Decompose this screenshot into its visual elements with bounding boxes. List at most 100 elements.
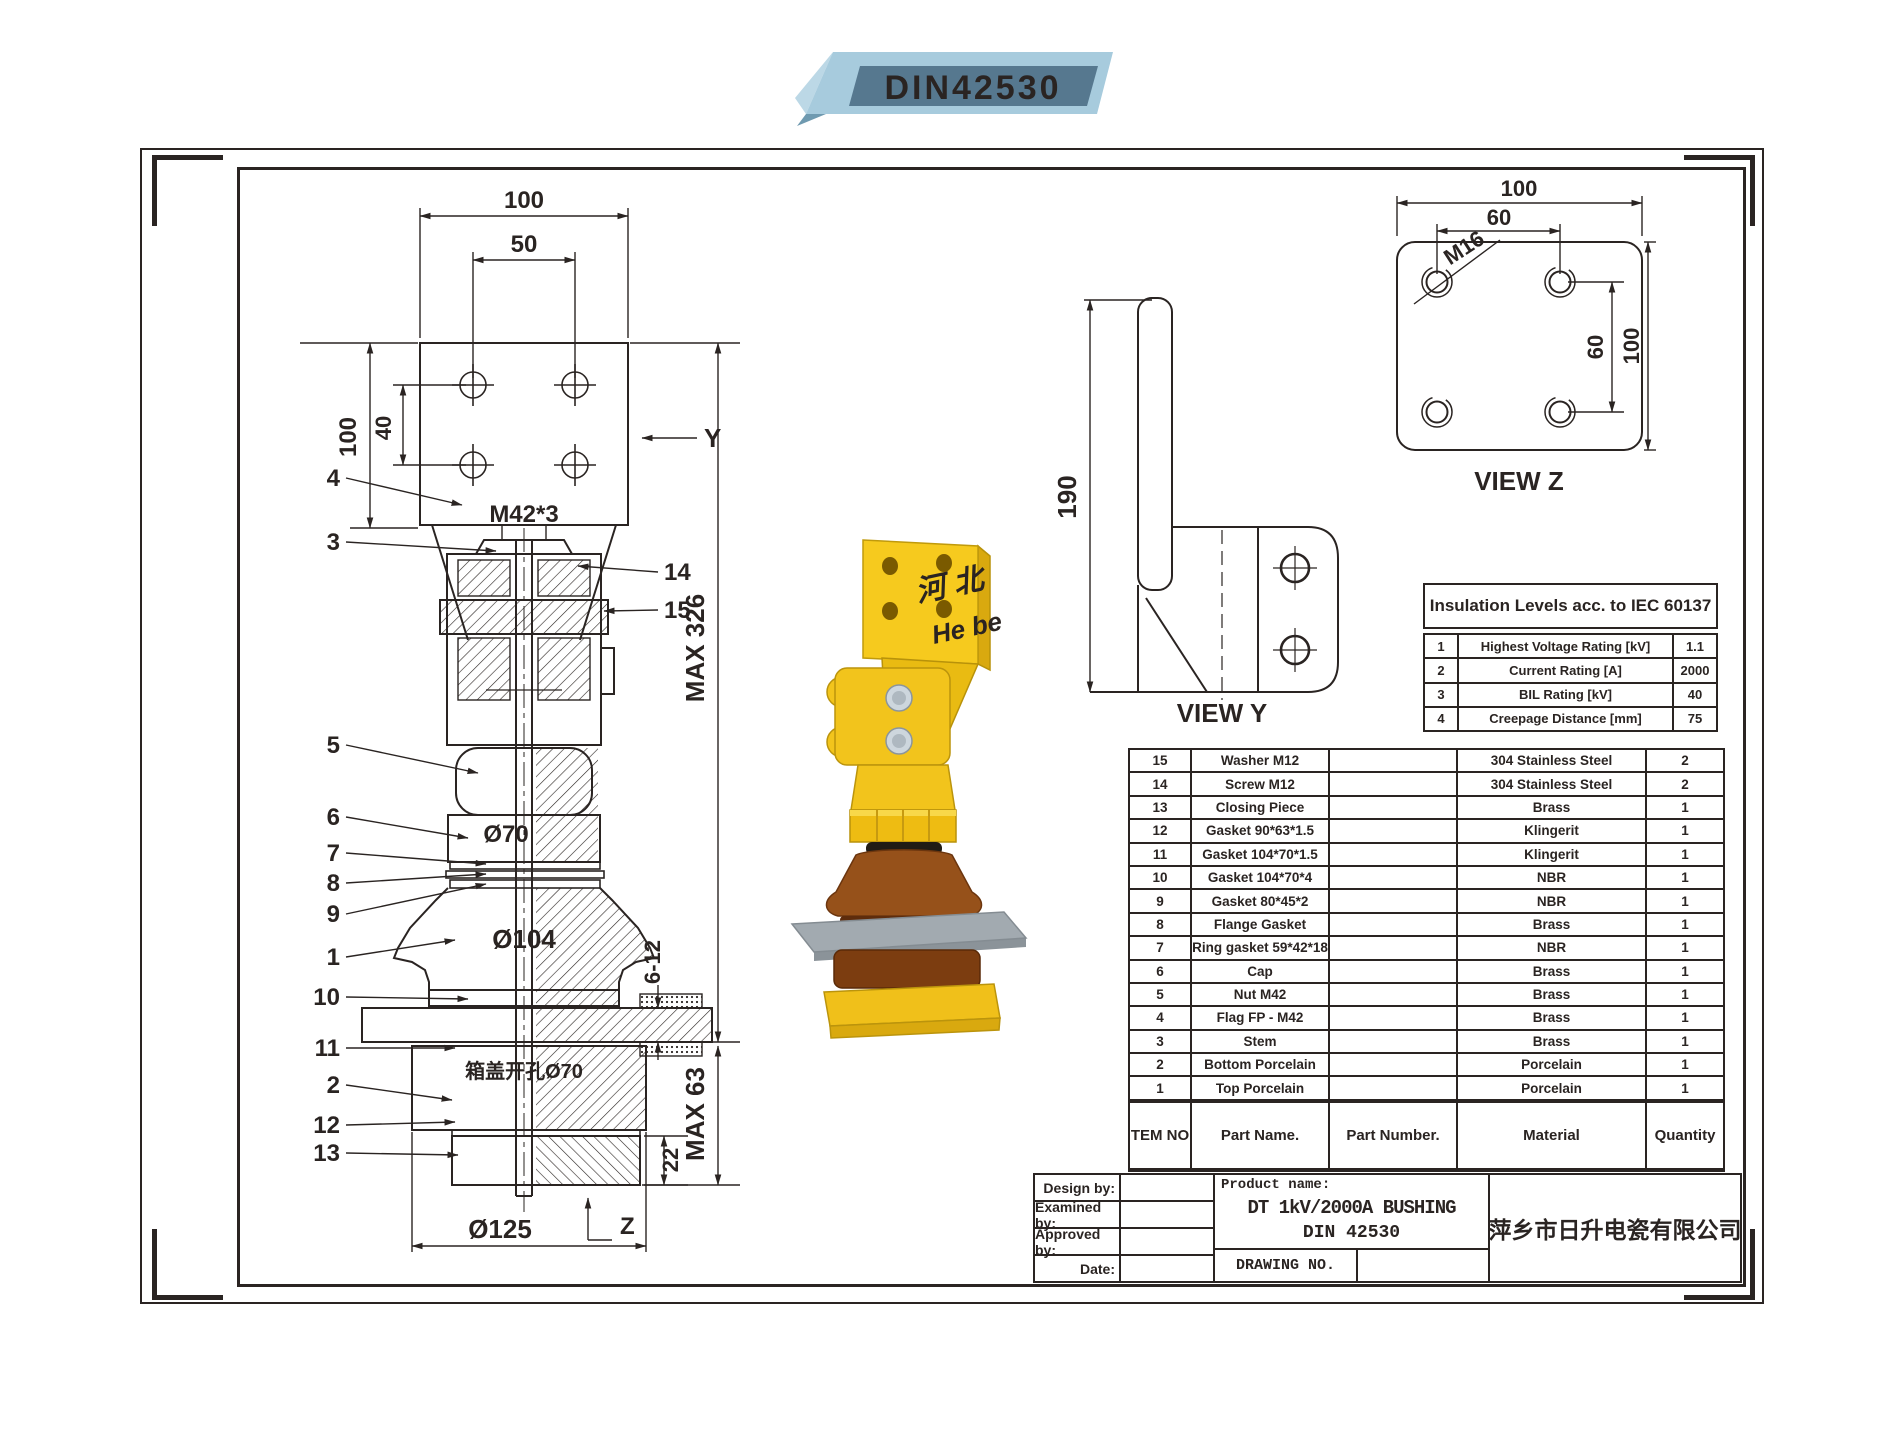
parts-row-name: Flange Gasket: [1192, 913, 1330, 936]
callout-7: 7: [327, 840, 340, 867]
callout-2: 2: [327, 1072, 340, 1099]
parts-row-material: NBR: [1458, 937, 1647, 959]
banner-plate: [849, 66, 1098, 106]
parts-row-number: [1330, 773, 1458, 795]
view-y-dim-190: 190: [1052, 475, 1082, 518]
insulation-row-no: 2: [1425, 659, 1459, 682]
examined-by-value: [1119, 1200, 1215, 1229]
view-z-label: VIEW Z: [1474, 466, 1564, 496]
parts-row-material: 304 Stainless Steel: [1458, 773, 1647, 795]
date-label: Date:: [1033, 1254, 1121, 1283]
dim-40: 40: [371, 416, 396, 440]
parts-row: 11 Gasket 104*70*1.5 Klingerit 1: [1130, 843, 1723, 867]
view-y-dimension: [1084, 299, 1152, 693]
product-name-line2: DIN 42530: [1302, 1223, 1401, 1243]
parts-row-name: Ring gasket 59*42*18: [1192, 937, 1330, 959]
bushing-3d-render: 河 北 He be: [790, 539, 1028, 1039]
insulation-row: 3 BIL Rating [kV] 40: [1425, 683, 1716, 708]
callout-10: 10: [313, 984, 340, 1011]
callout-1: 1: [327, 944, 340, 971]
parts-row-material: Klingerit: [1458, 820, 1647, 842]
parts-row: 12 Gasket 90*63*1.5 Klingerit 1: [1130, 820, 1723, 844]
view-y-drawing: 190 VIEW Y: [1052, 297, 1339, 728]
render-3d: [790, 539, 1028, 1039]
parts-row-number: [1330, 913, 1458, 936]
callout-leaders: [345, 477, 659, 1159]
approved-by-label: Approved by:: [1033, 1226, 1121, 1258]
view-z-thread-m16: M16: [1439, 226, 1489, 270]
parts-row-quantity: 1: [1681, 987, 1689, 1003]
dim-thread-m42: M42*3: [489, 501, 558, 528]
parts-row-number: [1330, 1007, 1458, 1029]
parts-row-quantity: 1: [1681, 799, 1689, 815]
parts-row-item: 3: [1130, 1030, 1192, 1053]
parts-row-number: [1330, 820, 1458, 842]
insulation-row-no: 4: [1425, 707, 1459, 730]
parts-header-name: Part Name.: [1192, 1103, 1330, 1168]
sheet-inner-border: [237, 167, 1746, 1287]
tank-cover-plate: [361, 1007, 713, 1043]
parts-row-item: 5: [1130, 983, 1192, 1006]
parts-row-material: 304 Stainless Steel: [1458, 750, 1647, 772]
parts-row-material: Brass: [1458, 796, 1647, 819]
company-name: 萍乡市日升电瓷有限公司: [1488, 1173, 1742, 1283]
parts-row-quantity: 1: [1681, 1033, 1689, 1049]
parts-row-item: 1: [1130, 1077, 1192, 1099]
parts-row-quantity: 1: [1681, 870, 1689, 886]
view-z-dim-60-right: 60: [1583, 335, 1608, 359]
parts-table: 15 Washer M12 304 Stainless Steel 2 14 S…: [1128, 748, 1725, 1172]
flag-plate: [419, 342, 629, 526]
dim-70: Ø70: [483, 821, 528, 848]
parts-row-item: 2: [1130, 1054, 1192, 1076]
parts-row-name: Top Porcelain: [1192, 1077, 1330, 1099]
top-porcelain: [392, 887, 449, 990]
callout-6: 6: [327, 804, 340, 831]
gasket-rings: [445, 861, 605, 889]
drawing-no-value: [1356, 1248, 1490, 1283]
parts-row-name: Gasket 80*45*2: [1192, 890, 1330, 912]
insulation-row-value: 1.1: [1685, 638, 1705, 654]
render-top-porcelain: [825, 849, 983, 917]
parts-row-item: 8: [1130, 913, 1192, 936]
parts-row-item: 11: [1130, 843, 1192, 865]
parts-row-quantity: 1: [1681, 846, 1689, 862]
parts-row-quantity: 1: [1681, 1057, 1689, 1073]
insulation-row-name: Highest Voltage Rating [kV]: [1459, 635, 1674, 658]
parts-row-item: 10: [1130, 866, 1192, 889]
insulation-row-name: Current Rating [A]: [1459, 659, 1674, 682]
parts-table-header: ITEM NO. Part Name. Part Number. Materia…: [1128, 1101, 1725, 1170]
approved-by-value: [1119, 1227, 1215, 1256]
parts-row-material: NBR: [1458, 866, 1647, 889]
parts-row-material: Porcelain: [1458, 1054, 1647, 1076]
parts-row: 5 Nut M42 Brass 1: [1130, 983, 1723, 1008]
closing-piece: [451, 1135, 641, 1186]
dimensions: [300, 208, 740, 1252]
parts-row-material: Brass: [1458, 1030, 1647, 1053]
parts-row-item: 15: [1130, 750, 1192, 772]
parts-row-name: Gasket 104*70*1.5: [1192, 843, 1330, 865]
corner-mark-top-left: [152, 155, 223, 226]
parts-row-name: Stem: [1192, 1030, 1330, 1053]
parts-row-item: 7: [1130, 937, 1192, 959]
insulation-row-name: Creepage Distance [mm]: [1459, 707, 1674, 730]
callout-12: 12: [313, 1112, 340, 1139]
insulation-row: 2 Current Rating [A] 2000: [1425, 659, 1716, 684]
corner-mark-top-right: [1684, 155, 1755, 226]
view-z-dim-60-top: 60: [1487, 205, 1511, 230]
callout-13: 13: [313, 1140, 340, 1167]
parts-row-number: [1330, 1030, 1458, 1053]
parts-row: 10 Gasket 104*70*4 NBR 1: [1130, 866, 1723, 891]
parts-row: 4 Flag FP - M42 Brass 1: [1130, 1007, 1723, 1031]
parts-row-name: Bottom Porcelain: [1192, 1054, 1330, 1076]
parts-row: 6 Cap Brass 1: [1130, 960, 1723, 984]
parts-row-material: NBR: [1458, 890, 1647, 912]
banner-title: DIN42530: [884, 69, 1061, 107]
parts-header-material: Material: [1458, 1103, 1647, 1168]
date-value: [1119, 1254, 1215, 1283]
parts-row-material: Porcelain: [1458, 1077, 1647, 1099]
parts-row: 1 Top Porcelain Porcelain 1: [1130, 1077, 1723, 1101]
insulation-row-no: 1: [1425, 635, 1459, 658]
parts-row: 8 Flange Gasket Brass 1: [1130, 913, 1723, 938]
parts-row-item: 13: [1130, 796, 1192, 819]
